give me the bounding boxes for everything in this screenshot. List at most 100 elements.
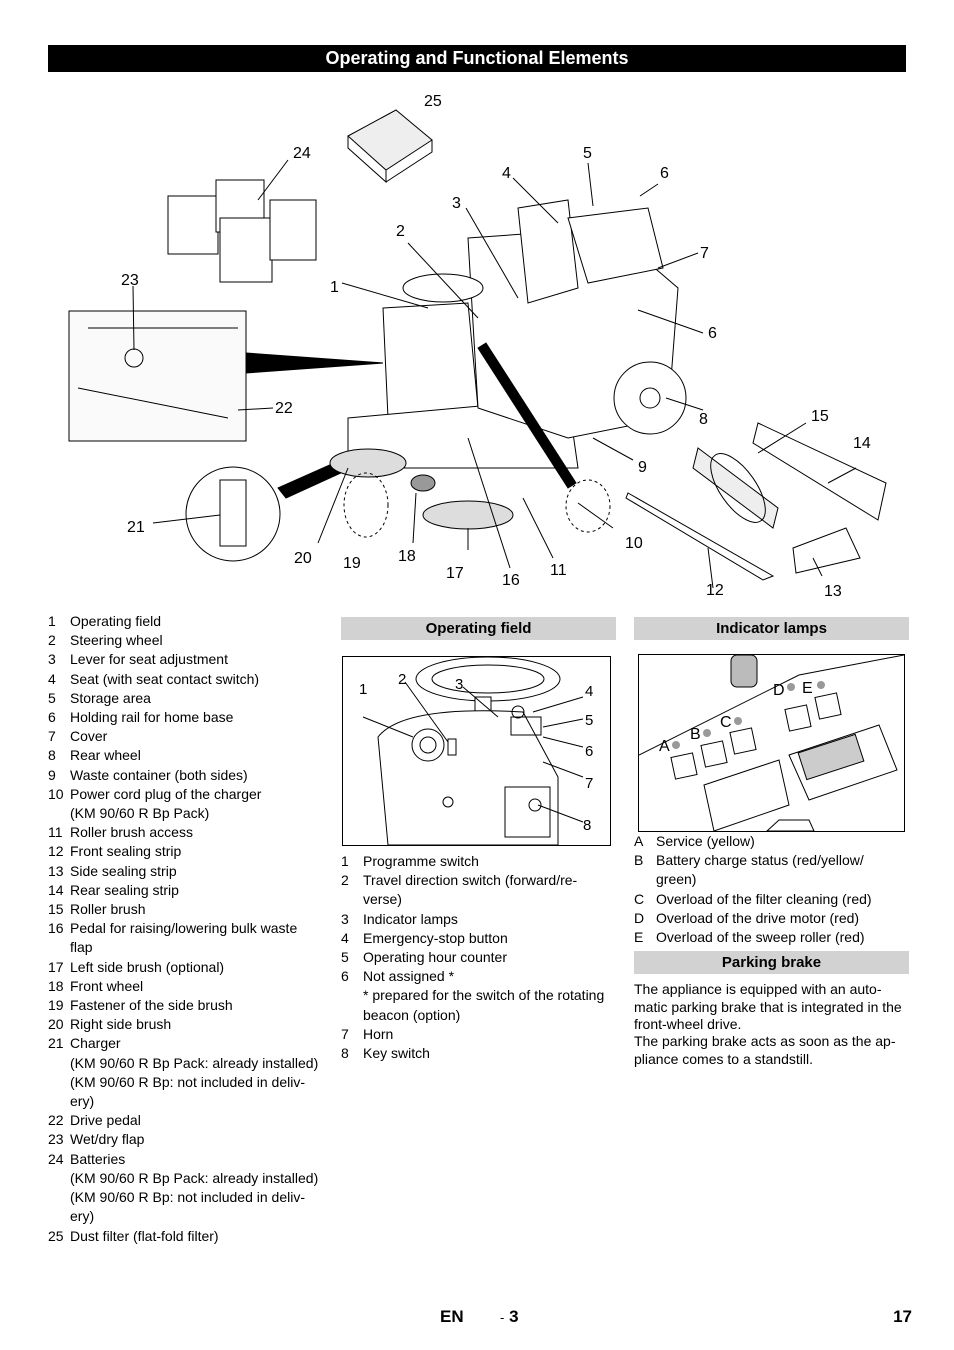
list-item-number: 9 <box>48 766 56 783</box>
list-item-text: (KM 90/60 R Bp: not included in deliv- <box>70 1189 306 1206</box>
callout-9: 9 <box>638 459 647 476</box>
list-item: (KM 90/60 R Bp: not included in deliv- <box>48 1073 328 1092</box>
list-item-number: 13 <box>48 862 64 879</box>
callout-12: 12 <box>706 582 724 599</box>
list-item-text: beacon (option) <box>363 1006 461 1023</box>
callout-10: 10 <box>625 535 643 552</box>
callout-11: 11 <box>550 562 567 579</box>
list-item: (KM 90/60 R Bp Pack: already installed) <box>48 1169 328 1188</box>
list-item-text: Rear sealing strip <box>70 881 179 898</box>
list-item-number: 16 <box>48 920 64 937</box>
list-item-text: green) <box>656 871 697 888</box>
list-item-number <box>48 938 70 957</box>
op-callout-4: 4 <box>585 683 593 700</box>
list-item-number <box>48 1207 70 1226</box>
callout-21: 21 <box>127 519 145 536</box>
list-item-text: Left side brush (optional) <box>70 958 225 975</box>
indicator-lamps-figure: A B C D E <box>638 654 905 832</box>
list-item-text: Seat (with seat contact switch) <box>70 670 260 687</box>
list-item-text: Dust filter (flat-fold filter) <box>70 1227 219 1244</box>
list-item-number <box>48 1073 70 1092</box>
op-callout-5: 5 <box>585 712 593 729</box>
list-item-text: Front wheel <box>70 977 144 994</box>
list-item-text: flap <box>70 939 93 956</box>
list-item: 10 Power cord plug of the charger <box>48 785 328 804</box>
list-item-number <box>341 1006 363 1025</box>
page-title: Operating and Functional Elements <box>48 45 906 72</box>
list-item-text: Power cord plug of the charger <box>70 785 262 802</box>
list-item-number: E <box>634 929 644 946</box>
op-callout-3: 3 <box>455 676 463 693</box>
callout-4: 4 <box>502 165 511 182</box>
list-item-text: (KM 90/60 R Bp Pack: already installed) <box>70 1169 319 1186</box>
list-item-number: 2 <box>48 632 56 649</box>
list-item-number: 10 <box>48 785 64 802</box>
lamp-callout-a: A <box>659 738 670 755</box>
list-item-number: B <box>634 852 644 869</box>
op-callout-2: 2 <box>398 671 406 688</box>
list-item-number: 12 <box>48 843 64 860</box>
list-item-text: (KM 90/60 R Bp: not included in deliv- <box>70 1073 306 1090</box>
callout-25: 25 <box>424 93 442 110</box>
list-item-text: Charger <box>70 1035 121 1052</box>
list-item: beacon (option) <box>341 1006 616 1025</box>
list-item-number: 14 <box>48 881 64 898</box>
list-item: 14 Rear sealing strip <box>48 881 328 900</box>
callout-14: 14 <box>853 435 871 452</box>
operating-field-heading: Operating field <box>341 617 616 640</box>
lamp-callout-d: D <box>773 682 785 699</box>
list-item-text: Not assigned * <box>363 968 455 985</box>
list-item-text: verse) <box>363 891 402 908</box>
callout-8: 8 <box>699 411 708 428</box>
footer-dash: - <box>500 1310 505 1325</box>
list-item-text: Operating hour counter <box>363 949 507 966</box>
list-item: * prepared for the switch of the rotatin… <box>341 986 616 1005</box>
list-item-text: Travel direction switch (forward/re- <box>363 872 578 889</box>
list-item: ery) <box>48 1092 328 1111</box>
footer-page-number: 17 <box>893 1307 912 1326</box>
list-item-number: 1 <box>48 613 56 629</box>
op-callout-7: 7 <box>585 775 593 792</box>
list-item-number: 6 <box>341 968 349 985</box>
list-item-number: 25 <box>48 1227 64 1244</box>
list-item-text: Roller brush <box>70 901 146 918</box>
op-callout-1: 1 <box>359 681 367 698</box>
operating-field-figure: 1 2 3 4 5 6 7 8 <box>342 656 611 846</box>
parking-brake-paragraph-1: The appliance is equipped with an auto-m… <box>634 981 902 1033</box>
lamp-callout-e: E <box>802 680 813 697</box>
list-item-number: D <box>634 909 645 926</box>
list-item-number <box>48 804 70 823</box>
list-item-number: 6 <box>48 709 56 726</box>
list-item: 5 Operating hour counter <box>341 948 616 967</box>
callout-3: 3 <box>452 195 461 212</box>
callout-17: 17 <box>446 565 464 582</box>
callout-16: 16 <box>502 572 520 589</box>
list-item-text: (KM 90/60 R Bp Pack) <box>70 805 210 822</box>
list-item-text: ery) <box>70 1208 95 1225</box>
parking-brake-heading: Parking brake <box>634 951 909 974</box>
list-item-number: 3 <box>48 651 56 668</box>
list-item-number: A <box>634 833 644 849</box>
list-item-number: 5 <box>341 949 349 966</box>
list-item: verse) <box>341 890 616 909</box>
list-item-text: Waste container (both sides) <box>70 766 248 783</box>
list-item-text: Indicator lamps <box>363 910 458 927</box>
list-item-text: Overload of the filter cleaning (red) <box>656 890 872 907</box>
callout-19: 19 <box>343 555 361 572</box>
list-item-number <box>48 1092 70 1111</box>
list-item-number: 5 <box>48 689 56 706</box>
list-item-text: ery) <box>70 1093 95 1110</box>
list-item-number <box>634 870 656 889</box>
